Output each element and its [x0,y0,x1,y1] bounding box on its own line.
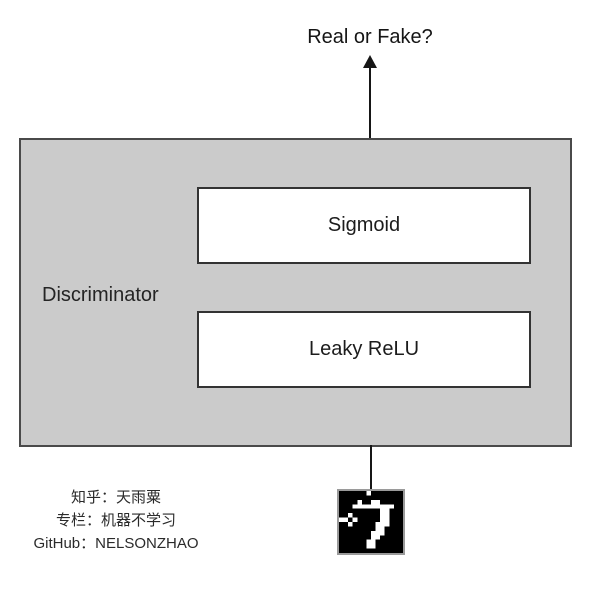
input-connector-line [370,445,372,490]
watermark-zhihu-line: 知乎：天雨粟 [70,489,161,506]
watermark-column-line: 专栏：机器不学习 [55,512,176,529]
leaky-relu-layer-box: Leaky ReLU [197,311,531,388]
digit-7-pixel-art [339,491,394,549]
sigmoid-layer-box: Sigmoid [197,187,531,264]
watermark-github-line: GitHub：NELSONZHAO [33,535,199,552]
output-label: Real or Fake? [307,26,433,48]
leaky-relu-layer-label: Leaky ReLU [308,338,420,360]
sigmoid-layer-label: Sigmoid [327,214,401,236]
output-arrow-line [369,67,371,138]
discriminator-label: Discriminator [42,284,159,306]
output-arrow-head-icon [363,55,377,68]
watermark: 知乎：天雨粟 专栏：机器不学习 GitHub：NELSONZHAO [18,486,214,555]
input-digit-image [337,489,405,555]
